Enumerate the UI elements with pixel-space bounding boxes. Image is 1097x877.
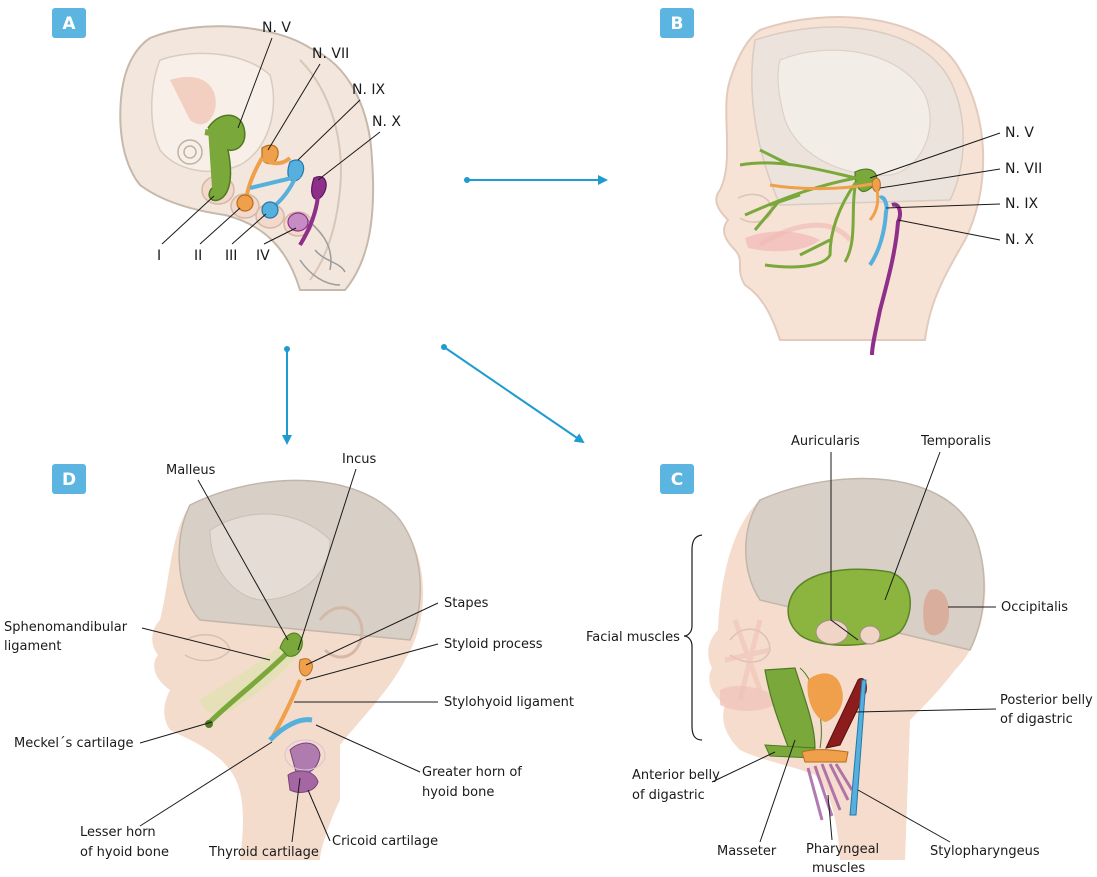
label-lesser-horn-1: Lesser horn [80, 825, 156, 840]
label-anterior-belly-1: Anterior belly [632, 768, 720, 783]
label-greater-horn-1: Greater horn of [422, 765, 522, 780]
label-posterior-belly-2: of digastric [1000, 712, 1073, 727]
label-styloid: Styloid process [444, 637, 543, 652]
label-b-nvii: N. VII [1005, 161, 1042, 177]
label-thyroid: Thyroid cartilage [208, 845, 319, 860]
leader-anterior-belly [712, 752, 775, 782]
label-posterior-belly-1: Posterior belly [1000, 693, 1093, 708]
label-occipitalis: Occipitalis [1001, 600, 1068, 615]
panel-b: B N. V N. VII N. IX N. X [660, 8, 1042, 355]
panel-a-badge: A [52, 8, 86, 38]
label-stapes: Stapes [444, 596, 489, 611]
panel-a: A [52, 8, 401, 290]
label-a-nix: N. IX [352, 82, 386, 98]
label-temporalis: Temporalis [920, 434, 991, 449]
label-b-nv: N. V [1005, 125, 1034, 141]
label-a-nx: N. X [372, 114, 401, 130]
label-arch-3: III [225, 248, 237, 264]
label-b-nx: N. X [1005, 232, 1034, 248]
label-sphenomandibular-1: Sphenomandibular [4, 620, 128, 635]
label-a-nv: N. V [262, 20, 291, 36]
label-arch-4: IV [256, 248, 270, 264]
label-arch-2: II [194, 248, 202, 264]
panel-d-badge: D [52, 464, 86, 494]
label-masseter: Masseter [717, 844, 777, 859]
label-meckel: Meckel´s cartilage [14, 736, 133, 751]
label-a-nvii: N. VII [312, 46, 349, 62]
label-anterior-belly-2: of digastric [632, 788, 705, 803]
label-stylohyoid: Stylohyoid ligament [444, 695, 574, 710]
panel-d: D Malleus Incus Stapes Sphenomandi [4, 452, 574, 860]
label-pharyngeal-1: Pharyngeal [806, 842, 879, 857]
svg-text:C: C [671, 470, 683, 490]
label-cricoid: Cricoid cartilage [332, 834, 438, 849]
svg-text:A: A [62, 14, 76, 34]
label-sphenomandibular-2: ligament [4, 639, 61, 654]
label-auricularis: Auricularis [791, 434, 860, 449]
arrow-a-to-c [444, 347, 583, 442]
facial-muscles-brace [684, 535, 702, 740]
svg-text:B: B [671, 14, 684, 34]
label-facial-muscles: Facial muscles [586, 630, 680, 645]
label-greater-horn-2: hyoid bone [422, 785, 494, 800]
label-malleus: Malleus [166, 463, 216, 478]
panel-b-badge: B [660, 8, 694, 38]
label-lesser-horn-2: of hyoid bone [80, 845, 169, 860]
label-pharyngeal-2: muscles [812, 861, 865, 876]
panel-c: C Auricularis Temporalis Occipitalis Fac [586, 434, 1093, 876]
label-b-nix: N. IX [1005, 196, 1039, 212]
label-arch-1: I [157, 248, 161, 264]
head-illustration-c [708, 478, 985, 860]
panel-c-badge: C [660, 464, 694, 494]
label-incus: Incus [342, 452, 376, 467]
head-illustration-d [152, 480, 423, 860]
label-stylopharyngeus: Stylopharyngeus [930, 844, 1040, 859]
svg-text:D: D [62, 470, 76, 490]
